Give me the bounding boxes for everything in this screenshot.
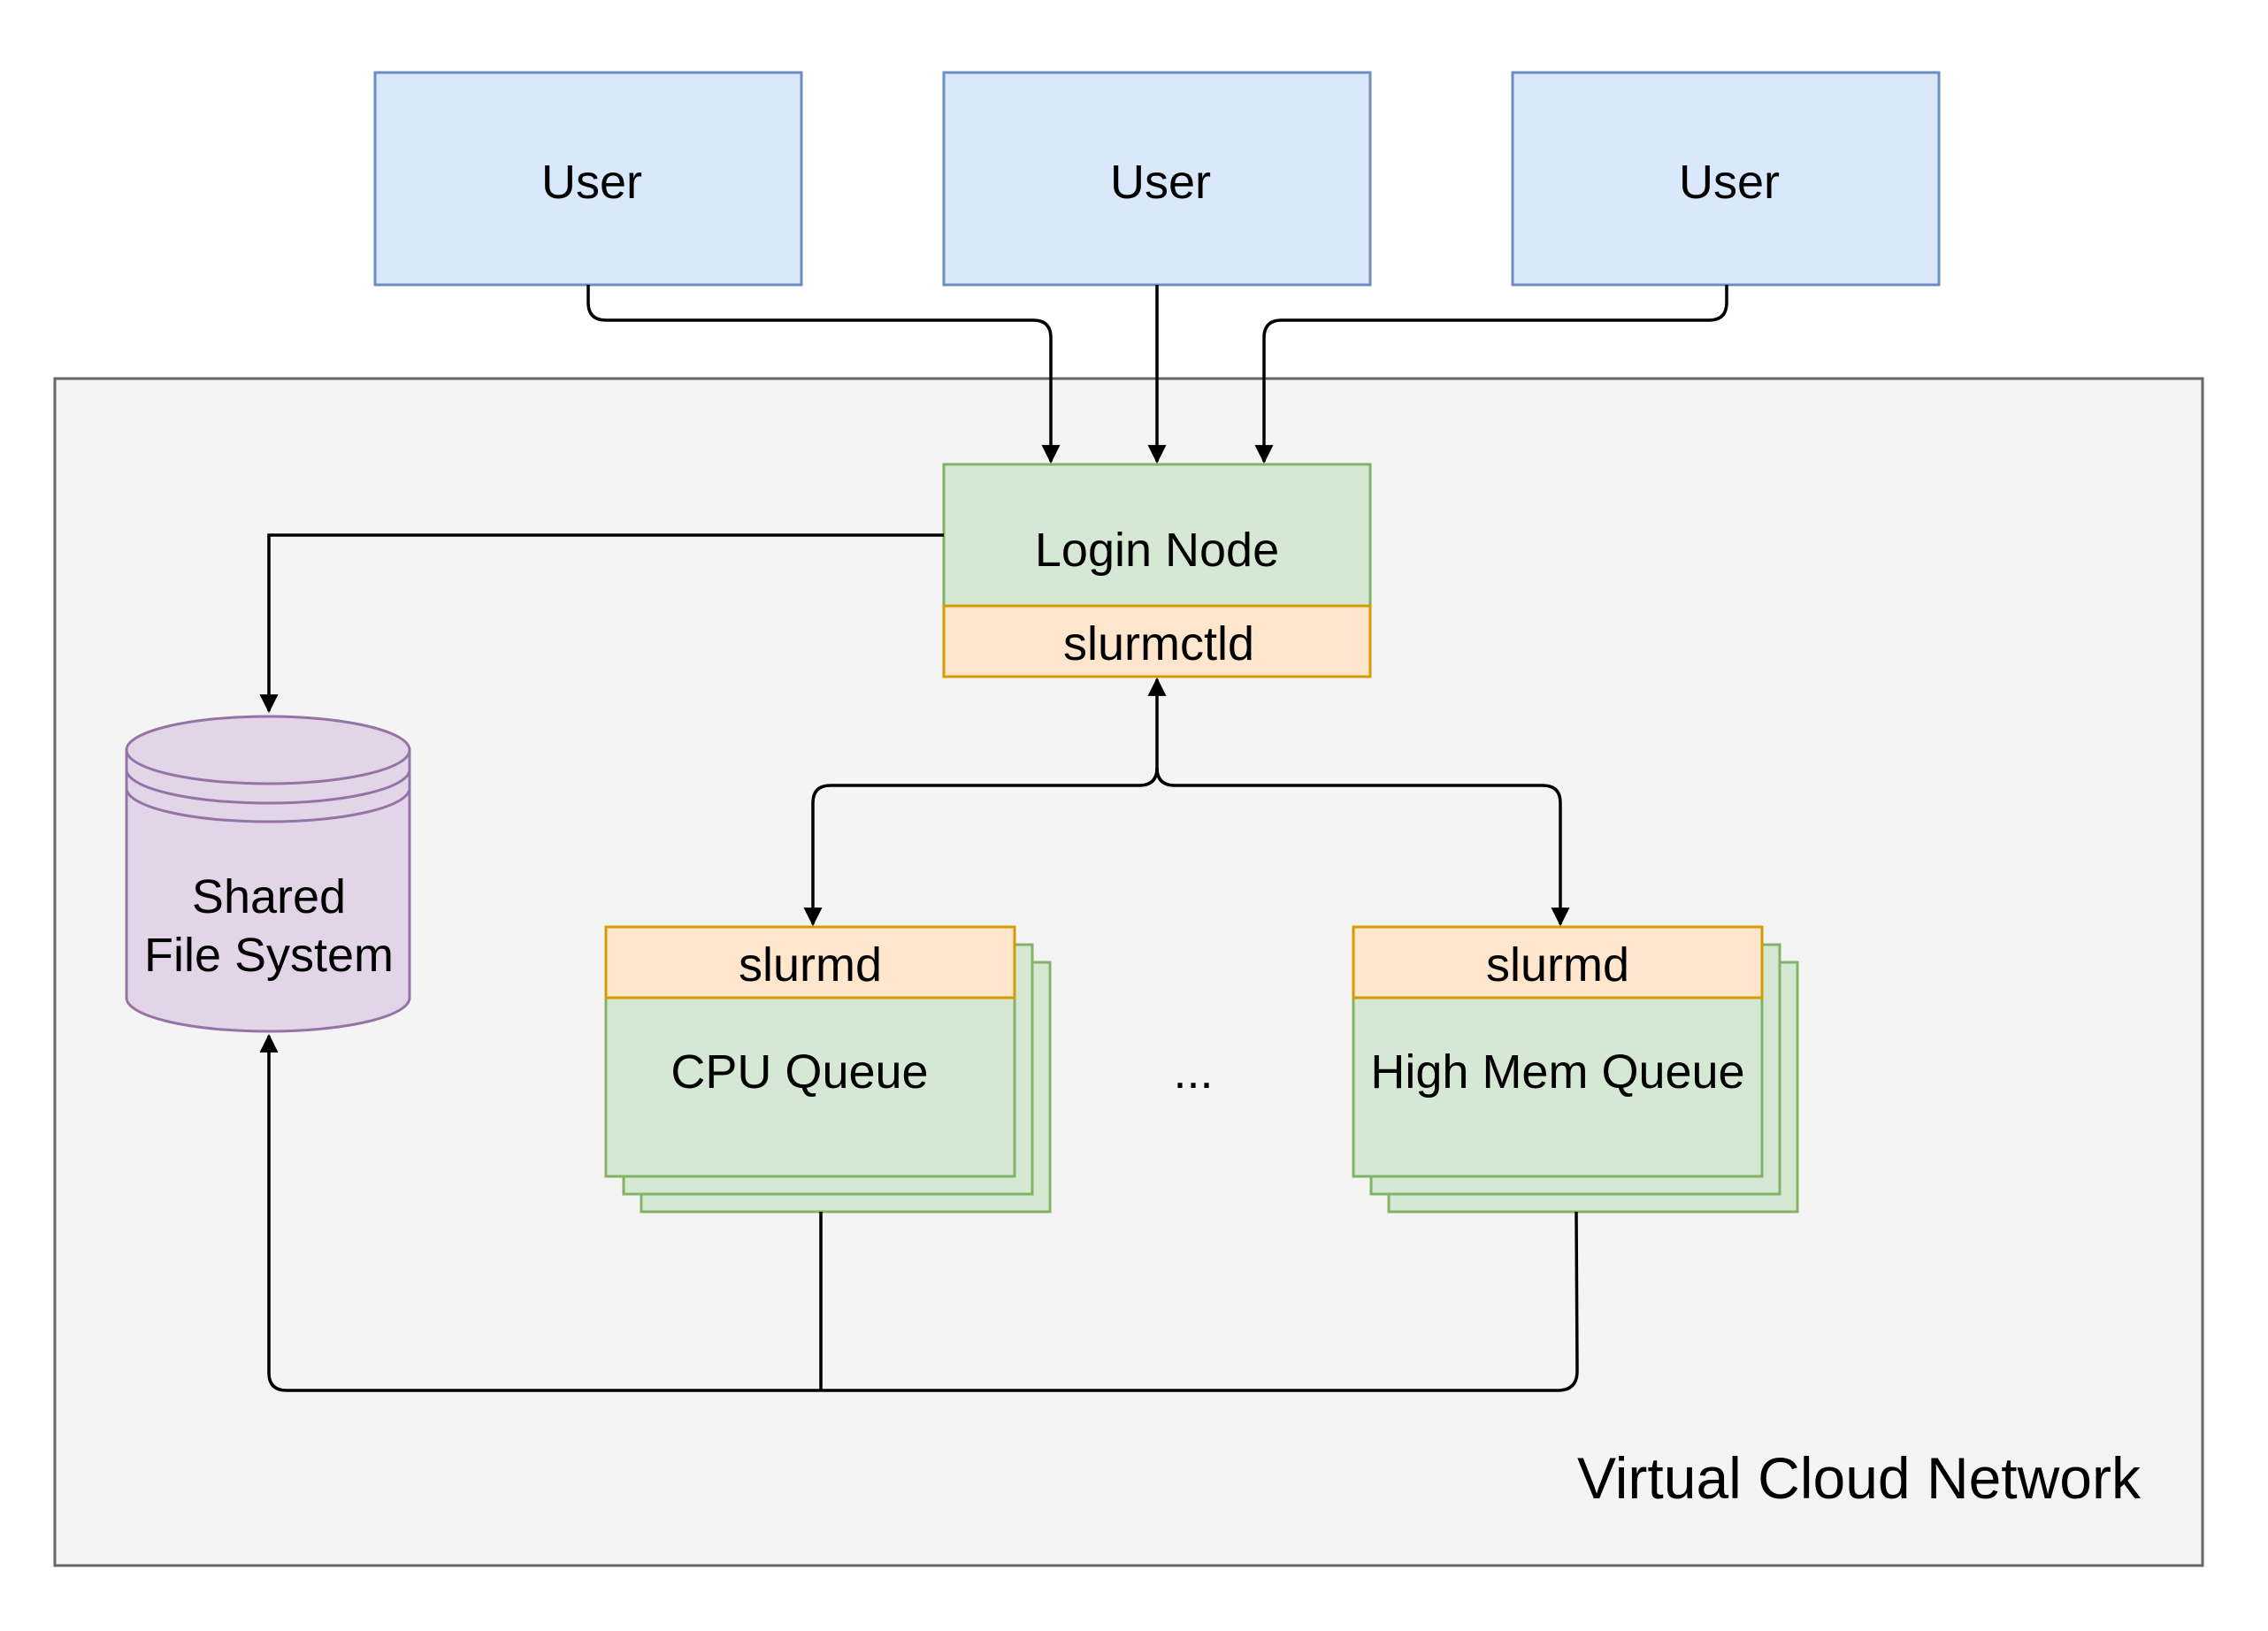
user-box-1: User [373,71,803,287]
cpu-queue-label: CPU Queue [670,1045,928,1099]
high-mem-queue-label: High Mem Queue [1370,1045,1744,1099]
login-node: Login Node slurmctld [942,463,1372,678]
user-label: User [541,156,642,209]
ellipsis: ... [1173,1045,1213,1099]
user-box-3: User [1511,71,1941,287]
arrow-user1-login [586,285,1061,464]
slurmctld-label: slurmctld [1063,617,1254,670]
arrow-slurmctld-highmem [1155,767,1570,927]
arrow-login-fs [259,533,944,714]
network-label: Virtual Cloud Network [1577,1445,2142,1511]
fs-label-line1: Shared [192,870,346,923]
user-label: User [1110,156,1211,209]
arrow-queues-fs [259,1033,1579,1392]
slurmd-label: slurmd [739,938,882,992]
login-node-label: Login Node [1035,524,1279,577]
slurmctld-box [942,604,1372,678]
arrow-slurmctld-cpu [803,677,1167,927]
user-label: User [1679,156,1780,209]
connectors [259,285,1728,1392]
slurmd-box [1352,925,1764,999]
user-box-2: User [942,71,1372,287]
high-mem-queue: slurmd High Mem Queue [1352,925,1799,1214]
shared-file-system: Shared File System [125,715,411,1033]
slurmd-label: slurmd [1486,938,1629,992]
arrow-user3-login [1254,285,1728,464]
cpu-queue: slurmd CPU Queue [604,925,1052,1214]
fs-label-line2: File System [144,929,394,982]
slurmd-box [604,925,1016,999]
